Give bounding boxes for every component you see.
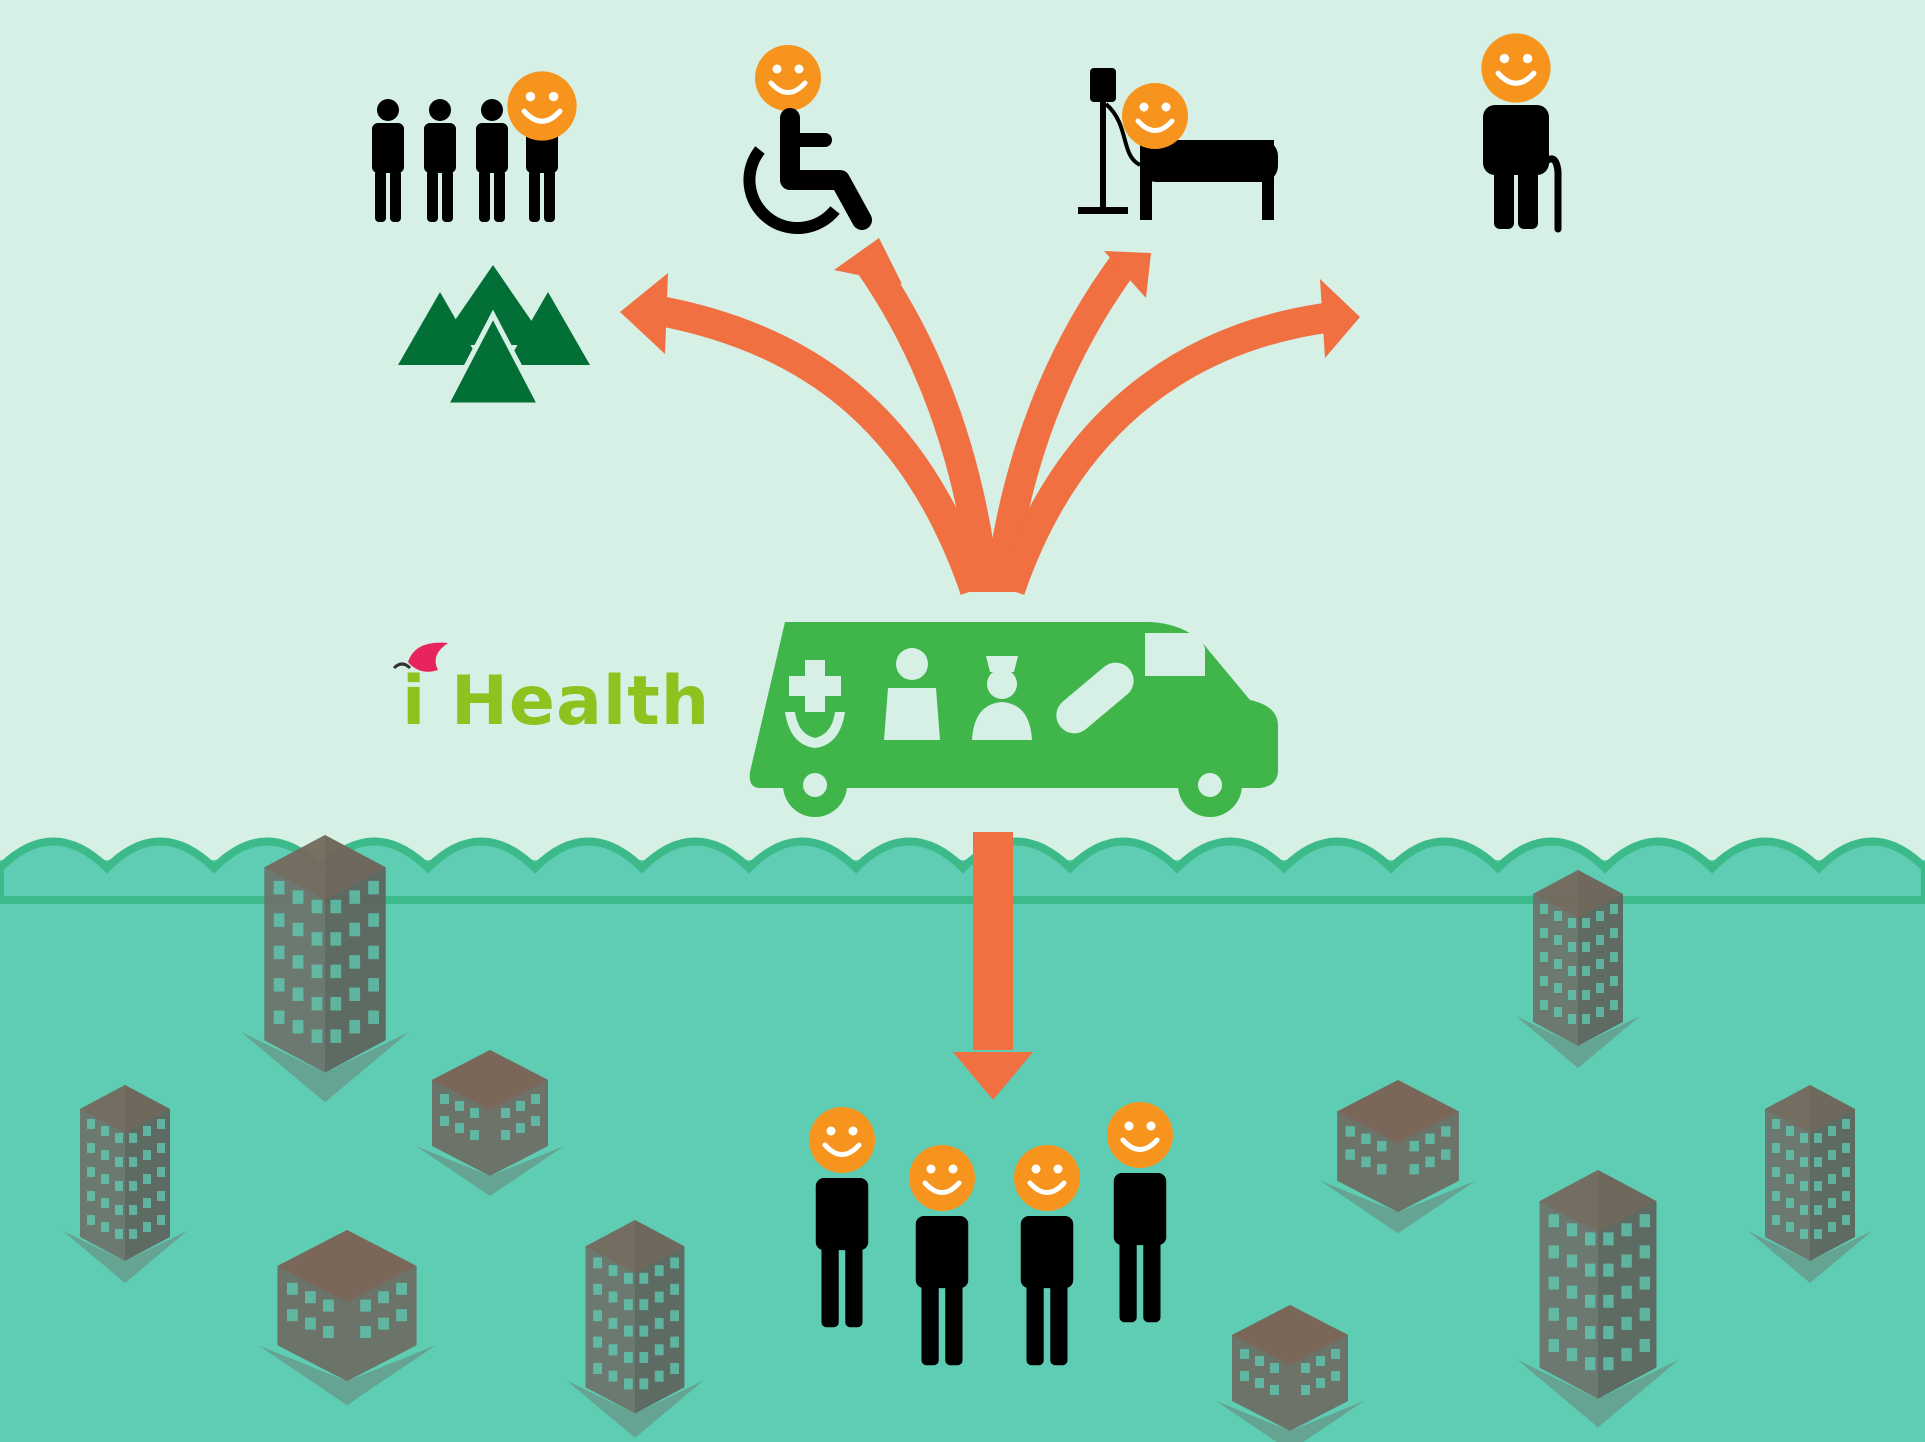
smiley-face-icon bbox=[1481, 33, 1550, 102]
arrowhead-down bbox=[953, 1052, 1033, 1100]
smiley-face-icon bbox=[755, 45, 821, 111]
elderly-person bbox=[1481, 33, 1562, 233]
mountains-icon bbox=[398, 265, 590, 408]
arrow-to-elderly bbox=[995, 303, 1328, 595]
hospital-bed-icon bbox=[1140, 140, 1278, 220]
cane-icon bbox=[1538, 155, 1562, 233]
arrowhead-left bbox=[620, 273, 668, 354]
smiley-face-icon bbox=[809, 1107, 875, 1173]
arrow-to-disabled bbox=[855, 253, 1000, 592]
iv-stand-icon bbox=[1078, 68, 1142, 214]
distribution-arrows bbox=[652, 253, 1328, 1050]
arrow-trunk bbox=[963, 560, 1019, 592]
nurse-icon bbox=[972, 656, 1032, 740]
arrow-to-rural bbox=[652, 295, 990, 595]
arrowhead-right bbox=[1320, 279, 1360, 358]
rural-group bbox=[372, 71, 590, 408]
smiley-face-icon bbox=[909, 1145, 975, 1211]
hands-cross-icon bbox=[785, 660, 845, 748]
smiley-face-icon bbox=[1014, 1145, 1080, 1211]
arrow-to-patient bbox=[985, 253, 1138, 592]
wheelchair-icon bbox=[743, 108, 872, 234]
pill-icon bbox=[1056, 662, 1134, 734]
smiley-face-icon bbox=[507, 71, 576, 140]
smiley-face-icon bbox=[1107, 1102, 1173, 1168]
ihealth-logo-text: i Health bbox=[402, 662, 711, 741]
arrowhead-upleft bbox=[834, 238, 902, 284]
smiley-face-icon bbox=[1122, 83, 1188, 149]
bedridden-patient bbox=[1078, 68, 1278, 220]
arrowhead-upright bbox=[1104, 251, 1151, 298]
elderly-leg bbox=[1518, 165, 1538, 229]
medical-van bbox=[749, 622, 1278, 817]
arrow-heads bbox=[620, 238, 1360, 1100]
elderly-leg bbox=[1494, 165, 1514, 229]
doctor-icon bbox=[884, 648, 940, 740]
wheelchair-user bbox=[743, 45, 872, 234]
elderly-body bbox=[1483, 105, 1549, 175]
ihealth-logo-bird bbox=[392, 642, 448, 672]
